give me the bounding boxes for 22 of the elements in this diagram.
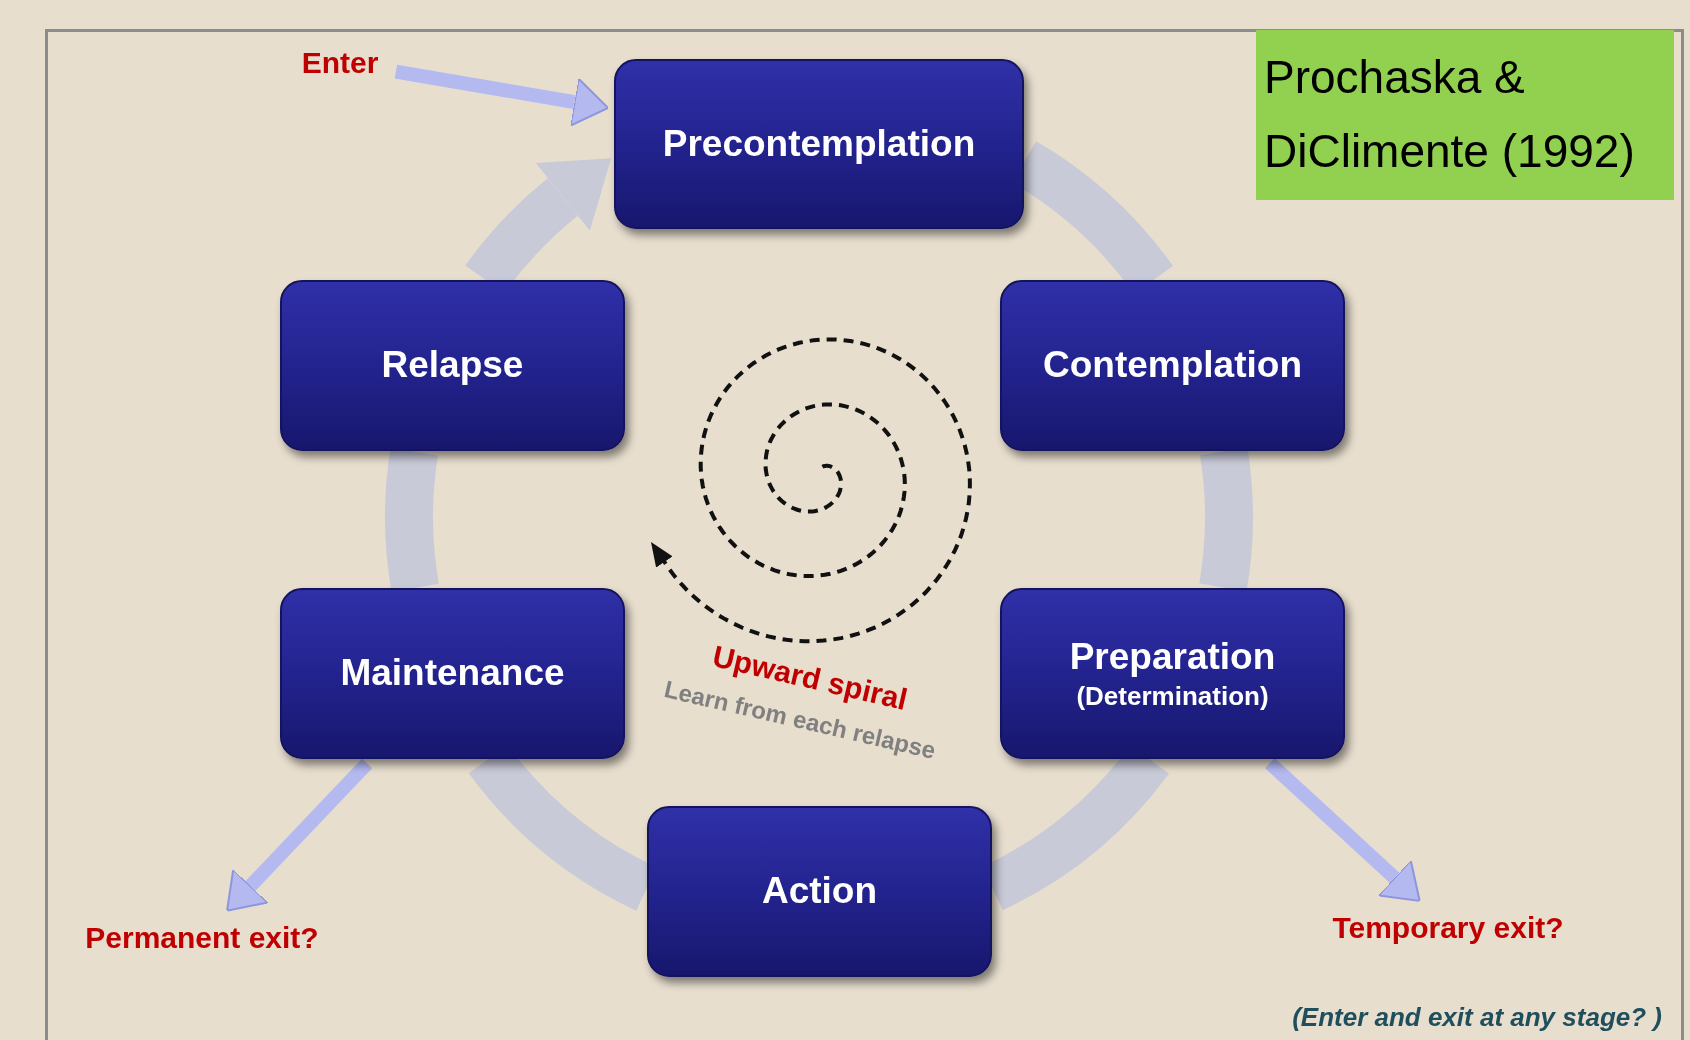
stage-box [1000,280,1345,451]
annotation-text: Permanent exit? [85,919,319,956]
stage-label: (Determination) [1076,680,1269,713]
stage-box [1000,588,1345,759]
stage-box [614,59,1024,229]
stage-box [647,806,992,977]
stage-box [280,280,625,451]
arrow [1265,757,1421,902]
stage-box [280,588,625,759]
stage-label: Preparation [1069,635,1276,680]
annotation-text: Enter [301,44,379,81]
citation-box [1256,30,1674,200]
annotation-text: Temporary exit? [1332,909,1564,946]
stage-label: Action [761,869,878,914]
citation-text: Prochaska & DiClimente (1992) [1264,50,1636,179]
stage-label: Relapse [381,343,524,388]
arrow [394,64,610,127]
stage-label: Maintenance [340,651,565,696]
stage-label: Precontemplation [662,121,976,166]
arrow [226,758,373,912]
footnote: (Enter and exit at any stage? ) [1292,1001,1662,1034]
stage-label: Contemplation [1043,343,1302,388]
